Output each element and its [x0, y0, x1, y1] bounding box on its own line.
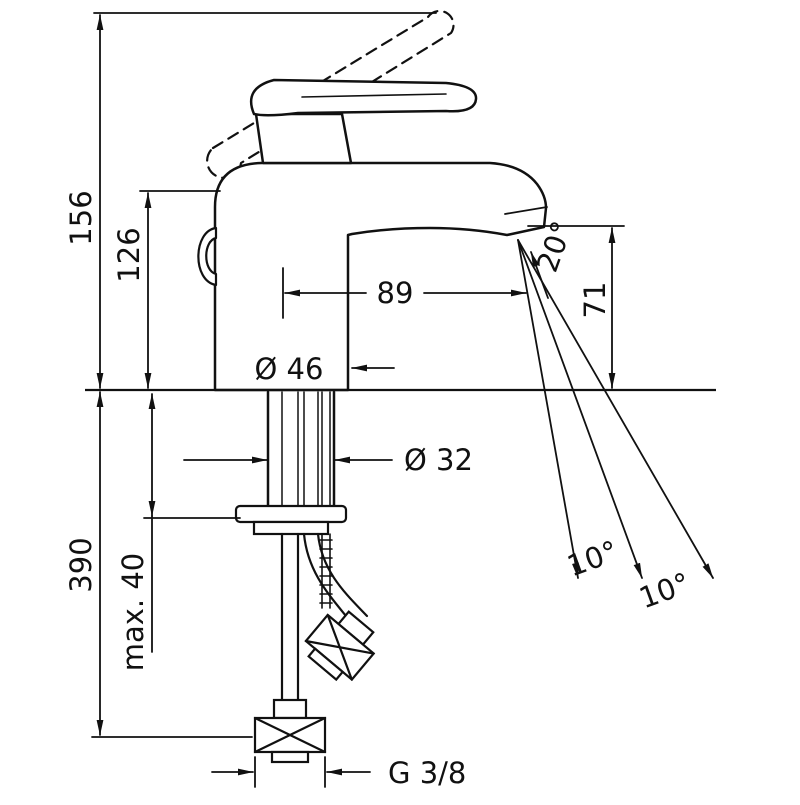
dim-label-spout-height: 71 — [578, 282, 612, 319]
spray-line-center — [517, 239, 643, 579]
dim-label-total-height: 156 — [64, 190, 98, 245]
hose-connector-angled — [304, 610, 376, 682]
spray-line-inner — [517, 239, 579, 579]
popup-rod-hook — [197, 226, 218, 287]
faucet-body-spout — [213, 161, 548, 392]
dim-label-spout-reach: 89 — [377, 276, 414, 310]
shank-inner-lines — [281, 391, 331, 507]
dimension-and-extension-lines — [91, 12, 714, 788]
dim-label-max-thickness: max. 40 — [116, 553, 150, 672]
dim-label-under-counter-depth: 390 — [64, 537, 98, 592]
hose-curved-left-wall — [302, 532, 356, 628]
mounting-nut — [252, 520, 330, 536]
mounting-plate — [234, 504, 348, 524]
dim-label-shank-diameter: Ø 32 — [404, 443, 473, 477]
handle-base-cover — [254, 112, 353, 165]
dim-label-base-diameter: Ø 46 — [255, 352, 324, 386]
dim-label-spray-angle-outer: 10° — [635, 566, 695, 616]
hose-connector-bottom — [253, 698, 327, 764]
dimension-labels: 156 126 89 20° 71 Ø 46 Ø 32 390 max. 40 … — [64, 190, 695, 790]
dim-label-connection-thread: G 3/8 — [388, 756, 466, 790]
spray-line-outer — [517, 239, 714, 579]
leader-line-20deg — [530, 251, 549, 299]
dim-label-body-height: 126 — [112, 227, 146, 282]
under-counter-assembly — [234, 390, 376, 764]
handle-lever — [249, 78, 478, 117]
handle-lever-detail-line — [301, 93, 447, 98]
aerator-line — [504, 206, 548, 215]
hose-curved-right-wall — [316, 532, 369, 618]
faucet-outline — [197, 9, 548, 392]
handle-raised-dashed-outline — [206, 9, 455, 179]
